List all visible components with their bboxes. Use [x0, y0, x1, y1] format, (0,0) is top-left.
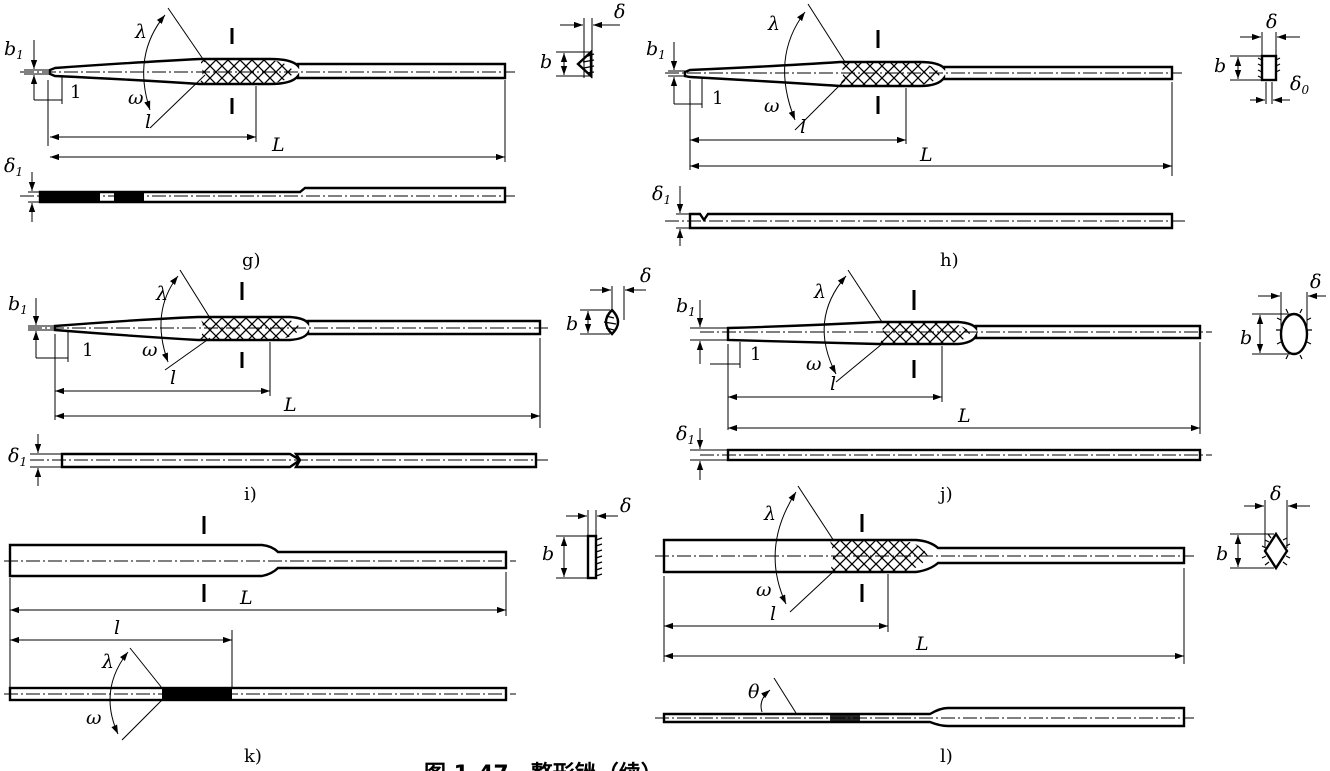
- panel-j-omega: ω: [806, 353, 822, 375]
- panel-i-b: b: [566, 313, 578, 335]
- panel-k-L: L: [239, 587, 253, 609]
- panel-j-side-view: δ1: [676, 423, 1212, 480]
- panel-j-top-view: b1 1 λ ω l L: [676, 269, 1212, 434]
- panel-k-omega: ω: [86, 707, 102, 729]
- panel-g: b1 1 λ ω l L δ: [4, 1, 625, 271]
- panel-j-b: b: [1240, 327, 1252, 349]
- panel-l-top-view: λ ω l L: [655, 485, 1194, 664]
- panel-j-dim-1: 1: [750, 344, 761, 365]
- panel-i-lambda: λ: [155, 283, 168, 305]
- panel-j-caption: j): [938, 484, 953, 505]
- panel-k-l: l: [114, 617, 120, 639]
- panel-i-side-view: δ1: [8, 434, 548, 486]
- panel-g-b1-label: b1: [4, 38, 24, 62]
- panel-h-omega: ω: [764, 95, 780, 117]
- panel-l-side-view: θ: [655, 677, 1194, 728]
- panel-g-lambda: λ: [134, 21, 147, 43]
- panel-k-delta: δ: [620, 495, 631, 517]
- panel-h-l: l: [800, 116, 806, 138]
- panel-l: λ ω l L δ b: [655, 483, 1310, 767]
- panel-h-side-view: δ1: [652, 183, 1185, 246]
- panel-h-lambda: λ: [767, 13, 780, 35]
- panel-h-top-view: b1 1 λ ω l L: [646, 3, 1182, 176]
- panel-l-theta: θ: [748, 681, 760, 703]
- panel-h-section: δ b δ0: [1214, 11, 1309, 104]
- panel-j-section: δ b: [1240, 271, 1326, 360]
- panel-i-omega: ω: [142, 339, 158, 361]
- panel-l-L: L: [915, 633, 929, 655]
- panel-k: L δ b l λ ω k): [4, 495, 631, 767]
- panel-h-b1-label: b1: [646, 38, 666, 62]
- panel-k-section: δ b: [542, 495, 631, 580]
- panel-g-b: b: [540, 51, 552, 73]
- panel-k-caption: k): [244, 746, 262, 767]
- panel-g-side-view: δ1: [4, 155, 515, 222]
- panel-i-l: l: [170, 367, 176, 389]
- panel-k-b: b: [542, 543, 554, 565]
- panel-h-L: L: [919, 144, 933, 166]
- panel-k-top-view: L: [4, 516, 516, 695]
- panel-g-omega: ω: [128, 87, 144, 109]
- panel-j-L: L: [957, 405, 971, 427]
- panel-g-caption: g): [242, 250, 261, 271]
- panel-j-lambda: λ: [813, 281, 826, 303]
- panel-j-b1-label: b1: [676, 295, 696, 319]
- panel-i: b1 1 λ ω l L δ: [8, 265, 651, 505]
- panel-l-l: l: [770, 603, 776, 625]
- panel-g-section: δ b: [540, 1, 625, 79]
- panel-i-section: δ b: [566, 265, 651, 336]
- figure-title: 图 1-47 整形锉（续）: [424, 761, 663, 771]
- panel-k-side-view: l λ ω: [4, 617, 516, 741]
- panel-g-l: l: [145, 111, 151, 133]
- panel-j-l: l: [830, 373, 836, 395]
- panel-j-d1: δ1: [676, 423, 695, 447]
- panel-h-dim-1: 1: [712, 88, 723, 109]
- panel-l-caption: l): [940, 746, 953, 767]
- panel-k-lambda: λ: [101, 651, 114, 673]
- panel-i-b1-label: b1: [8, 293, 28, 317]
- panel-g-top-view: b1 1 λ ω l L: [4, 7, 515, 162]
- panel-h-d1: δ1: [652, 183, 671, 207]
- panel-l-delta: δ: [1270, 483, 1281, 505]
- panel-i-L: L: [283, 394, 297, 416]
- panel-g-d1: δ1: [4, 155, 23, 179]
- panel-g-L: L: [271, 134, 285, 156]
- panel-l-omega: ω: [756, 579, 772, 601]
- panel-i-top-view: b1 1 λ ω l L: [8, 269, 550, 428]
- panel-g-delta: δ: [614, 1, 625, 23]
- panel-h: b1 1 λ ω l L δ: [646, 3, 1309, 271]
- panel-i-delta: δ: [640, 265, 651, 287]
- panel-j-delta: δ: [1310, 271, 1321, 293]
- panel-i-d1: δ1: [8, 445, 27, 469]
- panel-h-b: b: [1214, 55, 1226, 77]
- panel-h-caption: h): [940, 250, 959, 271]
- panel-l-section: δ b: [1216, 483, 1310, 571]
- panel-i-caption: i): [244, 484, 257, 505]
- panel-i-dim-1: 1: [82, 340, 93, 361]
- panel-j: b1 1 λ ω l L δ: [676, 269, 1326, 505]
- panel-l-lambda: λ: [763, 503, 776, 525]
- panel-h-delta: δ: [1266, 11, 1277, 33]
- panel-l-b: b: [1216, 543, 1228, 565]
- panel-g-dim-1: 1: [70, 82, 81, 103]
- panel-h-d0: δ0: [1290, 73, 1309, 97]
